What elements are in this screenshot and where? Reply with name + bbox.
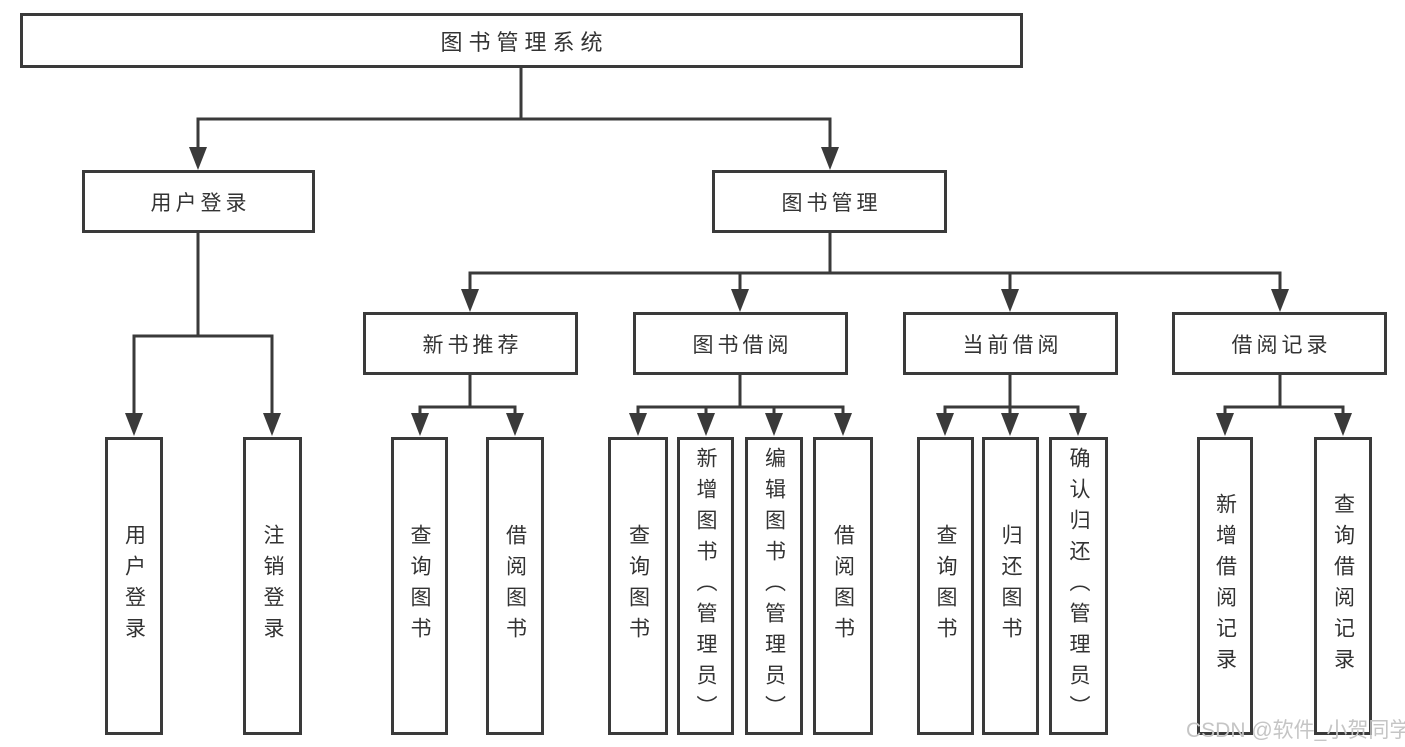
node-book-borrow: 图书借阅 (633, 312, 848, 375)
leaf-recommend-query-books-label: 查询图书 (408, 524, 431, 648)
leaf-logout: 注销登录 (243, 437, 302, 735)
node-current-borrow: 当前借阅 (903, 312, 1118, 375)
leaf-current-query-books-label: 查询图书 (934, 524, 957, 648)
leaf-add-borrow-record-label: 新增借阅记录 (1213, 493, 1237, 679)
leaf-borrow-query-books: 查询图书 (608, 437, 668, 735)
leaf-return-books-label: 归还图书 (999, 524, 1022, 648)
node-borrow-record-label: 借阅记录 (1231, 333, 1332, 357)
branch-user-login: 用户登录 (82, 170, 315, 233)
node-new-book-recommend: 新书推荐 (363, 312, 578, 375)
root-node: 图书管理系统 (20, 13, 1023, 68)
leaf-logout-label: 注销登录 (261, 524, 284, 648)
leaf-borrow-books-label: 借阅图书 (831, 524, 855, 648)
node-book-borrow-label: 图书借阅 (692, 333, 793, 357)
leaf-query-borrow-record: 查询借阅记录 (1314, 437, 1372, 735)
watermark-text: CSDN @软件_小贺同学 (1186, 719, 1405, 742)
root-node-label: 图书管理系统 (440, 29, 609, 55)
node-borrow-record: 借阅记录 (1172, 312, 1387, 375)
leaf-edit-books-admin: 编辑图书（管理员） (745, 437, 803, 735)
leaf-add-borrow-record: 新增借阅记录 (1197, 437, 1253, 735)
node-current-borrow-label: 当前借阅 (962, 333, 1063, 357)
leaf-edit-books-admin-label: 编辑图书（管理员） (762, 446, 786, 726)
branch-user-login-label: 用户登录 (150, 191, 251, 215)
leaf-current-query-books: 查询图书 (917, 437, 974, 735)
leaf-confirm-return-admin: 确认归还（管理员） (1049, 437, 1108, 735)
leaf-borrow-query-books-label: 查询图书 (626, 524, 650, 648)
leaf-return-books: 归还图书 (982, 437, 1039, 735)
leaf-user-login-label: 用户登录 (122, 524, 146, 648)
leaf-query-borrow-record-label: 查询借阅记录 (1331, 493, 1355, 679)
leaf-confirm-return-admin-label: 确认归还（管理员） (1067, 446, 1090, 726)
leaf-borrow-books: 借阅图书 (813, 437, 873, 735)
leaf-add-books-admin: 新增图书（管理员） (677, 437, 734, 735)
node-new-book-recommend-label: 新书推荐 (422, 333, 523, 357)
leaf-recommend-borrow-books-label: 借阅图书 (503, 524, 527, 648)
leaf-recommend-borrow-books: 借阅图书 (486, 437, 544, 735)
leaf-recommend-query-books: 查询图书 (391, 437, 448, 735)
branch-book-management-label: 图书管理 (781, 191, 882, 215)
leaf-user-login: 用户登录 (105, 437, 163, 735)
leaf-add-books-admin-label: 新增图书（管理员） (694, 446, 717, 726)
branch-book-management: 图书管理 (712, 170, 947, 233)
